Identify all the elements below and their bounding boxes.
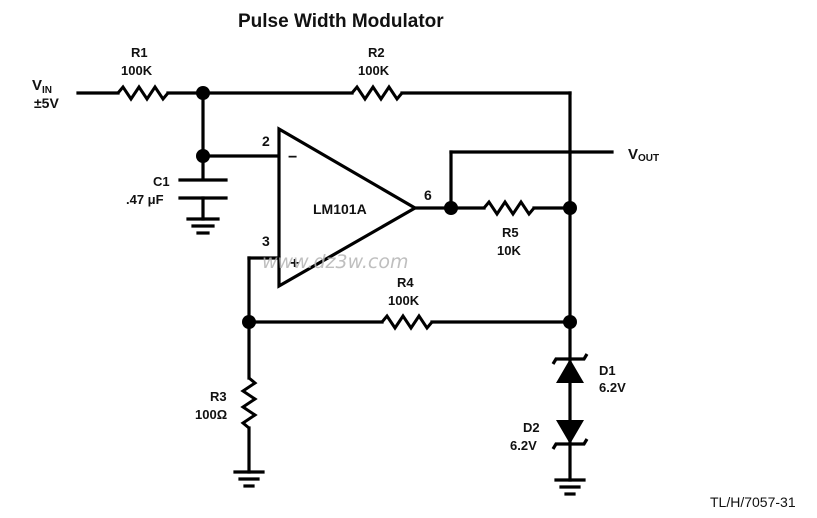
resistor-r1	[116, 84, 170, 102]
c1-value-label: .47 μF	[126, 192, 164, 207]
zener-diode-d1-icon	[551, 353, 589, 383]
resistor-r2	[350, 84, 404, 102]
d2-value-label: 6.2V	[510, 438, 537, 453]
zener-diode-d2-icon	[551, 420, 589, 450]
r4-value-label: 100K	[388, 293, 420, 308]
d1-value-label: 6.2V	[599, 380, 626, 395]
watermark-text: www.dz3w.com	[262, 251, 409, 273]
d2-ref-label: D2	[523, 420, 540, 435]
diagram-title: Pulse Width Modulator	[238, 11, 444, 32]
opamp-noninverting-sign: +	[290, 255, 299, 272]
ground-icon	[233, 470, 265, 488]
ground-icon	[554, 478, 586, 496]
resistor-r5	[482, 199, 536, 217]
ground-icon	[186, 217, 220, 235]
r3-ref-label: R3	[210, 389, 227, 404]
r1-ref-label: R1	[131, 45, 148, 60]
vin-range-label: ±5V	[34, 95, 59, 111]
pin-6-label: 6	[424, 187, 432, 203]
pin-2-label: 2	[262, 133, 270, 149]
r2-value-label: 100K	[358, 63, 390, 78]
vin-label: VIN	[32, 77, 52, 96]
junction-r5	[563, 201, 577, 215]
vout-label: VOUT	[628, 146, 659, 164]
opamp-triangle	[277, 126, 419, 289]
r3-value-label: 100Ω	[195, 407, 227, 422]
resistor-r4	[380, 313, 434, 331]
resistor-r3	[240, 376, 258, 430]
c1-ref-label: C1	[153, 174, 170, 189]
r2-ref-label: R2	[368, 45, 385, 60]
opamp-part-label: LM101A	[313, 201, 367, 217]
d1-ref-label: D1	[599, 363, 616, 378]
pin-3-label: 3	[262, 233, 270, 249]
r5-value-label: 10K	[497, 243, 521, 258]
r4-ref-label: R4	[397, 275, 414, 290]
opamp-inverting-sign: −	[288, 149, 297, 166]
r1-value-label: 100K	[121, 63, 153, 78]
figure-reference: TL/H/7057-31	[710, 494, 796, 510]
r5-ref-label: R5	[502, 225, 519, 240]
